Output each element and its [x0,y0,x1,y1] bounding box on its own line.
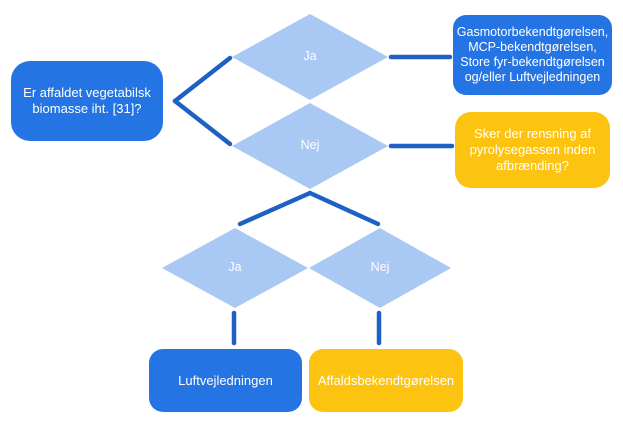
connector-root-to-nej [172,98,233,147]
node-question-biomass: Er affaldet vegetabilsk biomasse iht. [3… [11,61,163,141]
connector-cleaning-to-ja [237,190,313,227]
node-outcome-regulations: Gasmotorbekendtgørelsen, MCP-bekendtgøre… [453,15,612,95]
connector-cleaning-to-nej [307,190,381,227]
node-outcome-affaldsbekendtgoerelsen: Affaldsbekendtgørelsen [309,349,463,412]
connector-root-to-ja [172,55,233,104]
node-outcome-luftvejledningen: Luftvejledningen [149,349,302,412]
node-question-cleaning: Sker der rensning af pyrolysegassen inde… [455,112,610,188]
